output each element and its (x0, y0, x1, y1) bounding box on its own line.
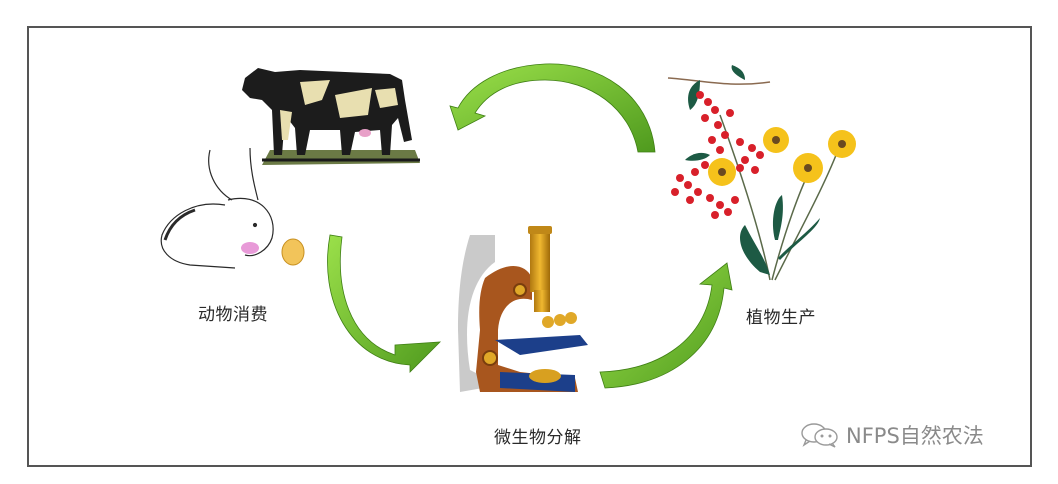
cow-illustration (242, 68, 420, 165)
watermark: NFPS自然农法 (800, 420, 984, 450)
rabbit-paws (241, 242, 259, 254)
rabbit-illustration (160, 147, 274, 269)
watermark-text: NFPS自然农法 (846, 424, 984, 448)
diagram-frame (27, 26, 1032, 467)
arrow-microbe-to-plant (599, 262, 733, 389)
wechat-icon (800, 421, 840, 449)
microscope-illustration (458, 226, 588, 392)
node-label-plant-production: 植物生产 (746, 308, 816, 328)
node-label-microbial-decomposition: 微生物分解 (494, 428, 582, 448)
plant-illustration (667, 65, 856, 281)
arrow-animal-to-microbe (327, 234, 442, 373)
arrow-plant-to-animal (449, 63, 656, 153)
egg-illustration (281, 238, 305, 266)
daisy-flowers (708, 127, 856, 186)
node-label-animal-consumption: 动物消费 (198, 305, 268, 325)
